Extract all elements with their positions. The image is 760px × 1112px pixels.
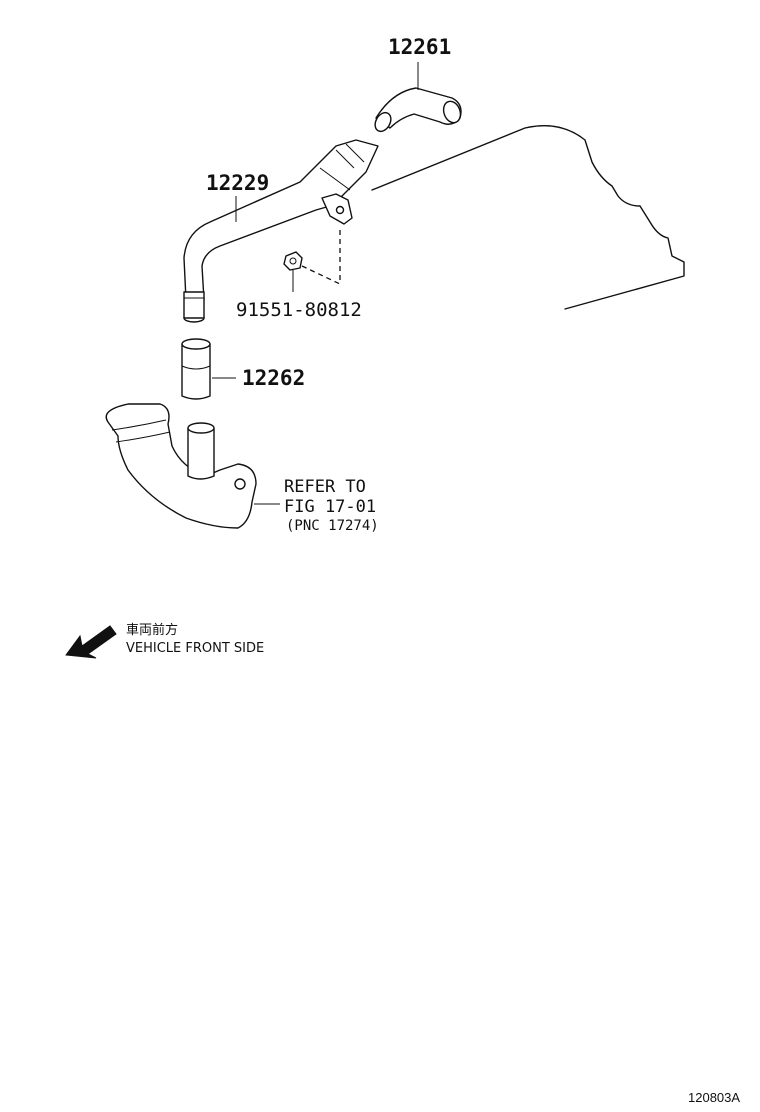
bolt-91551-80812 <box>283 230 341 292</box>
label-91551-80812: 91551-80812 <box>236 299 362 321</box>
reference-line-2: FIG 17-01 <box>284 497 376 517</box>
illustration-code: 120803A <box>688 1090 740 1105</box>
air-connector <box>105 403 280 529</box>
reference-line-3: (PNC 17274) <box>286 518 379 534</box>
reference-line-1: REFER TO <box>284 477 366 497</box>
front-direction-arrow-icon <box>65 625 117 659</box>
pipe-12229 <box>183 139 379 323</box>
direction-label-jp: 車両前方 <box>126 622 178 638</box>
engine-cover-outline <box>371 125 685 310</box>
label-12261: 12261 <box>388 35 451 59</box>
label-12262: 12262 <box>242 366 305 390</box>
direction-label-en: VEHICLE FRONT SIDE <box>126 641 264 656</box>
hose-12262 <box>181 338 236 400</box>
hose-12261 <box>374 62 462 133</box>
label-12229: 12229 <box>206 171 269 195</box>
